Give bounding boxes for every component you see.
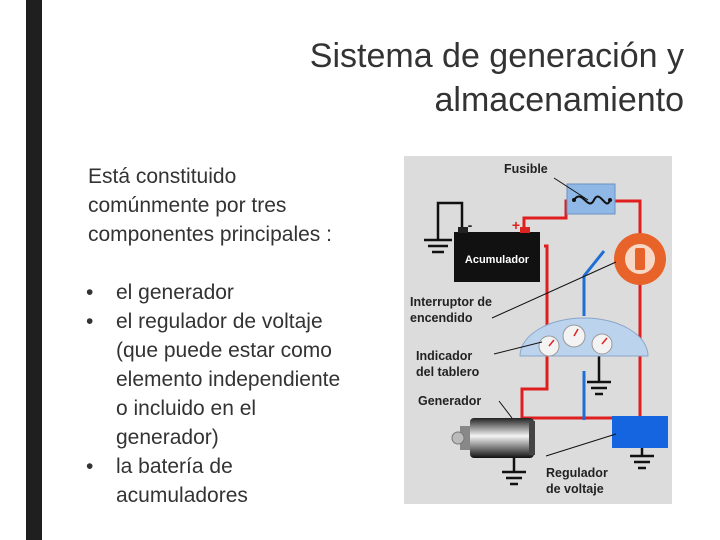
title-line-1: Sistema de generación y (309, 37, 684, 75)
intro-line-1: Está constituido (88, 165, 237, 188)
bullet-regulador: el regulador de voltaje (que puede estar… (86, 307, 386, 452)
fuse-label: Fusible (504, 162, 548, 176)
bullet-line: acumuladores (116, 484, 248, 507)
label-pointer-lines (491, 177, 617, 457)
left-accent-bar (26, 0, 42, 540)
generator-icon (451, 418, 535, 458)
title-line-2: almacenamiento (434, 81, 684, 119)
ground-wires (424, 201, 654, 486)
component-list: el generador el regulador de voltaje (qu… (86, 278, 386, 510)
battery-minus-sign: - (468, 217, 473, 233)
generator-label: Generador (418, 394, 481, 408)
battery-plus-sign: + (512, 217, 520, 233)
bullet-line: el regulador de voltaje (116, 310, 323, 333)
gauge-label-line-2: del tablero (416, 365, 480, 379)
bullet-line: el generador (116, 281, 234, 304)
voltage-regulator-icon (612, 416, 668, 448)
bullet-bateria: la batería de acumuladores (86, 452, 386, 510)
intro-line-2: comúnmente por tres (88, 194, 287, 217)
slide-title: Sistema de generación y almacenamiento (164, 34, 684, 122)
bullet-line: o incluido en el (116, 397, 257, 420)
battery-label: Acumulador (465, 254, 530, 266)
intro-line-3: componentes principales : (88, 223, 332, 246)
ignition-label-line-2: encendido (410, 311, 473, 325)
fuse-icon (566, 183, 616, 215)
bullet-line: la batería de (116, 455, 233, 478)
intro-text: Está constituido comúnmente por tres com… (88, 162, 388, 249)
gauge-label-line-1: Indicador (416, 349, 472, 363)
ignition-switch-icon (614, 233, 666, 285)
bullet-line: (que puede estar como (116, 339, 332, 362)
diagram-svg: Acumulador - + (404, 156, 672, 504)
regulator-label-line-1: Regulador (546, 466, 608, 480)
bullet-line: elemento independiente (116, 368, 341, 391)
bullet-line: generador) (116, 426, 219, 449)
regulator-label-line-2: de voltaje (546, 482, 604, 496)
dashboard-gauge-icon (519, 317, 649, 357)
charging-system-diagram: Acumulador - + (404, 156, 672, 504)
ignition-label-line-1: Interruptor de (410, 295, 492, 309)
bullet-generador: el generador (86, 278, 386, 307)
battery-icon: Acumulador - + (454, 217, 540, 282)
